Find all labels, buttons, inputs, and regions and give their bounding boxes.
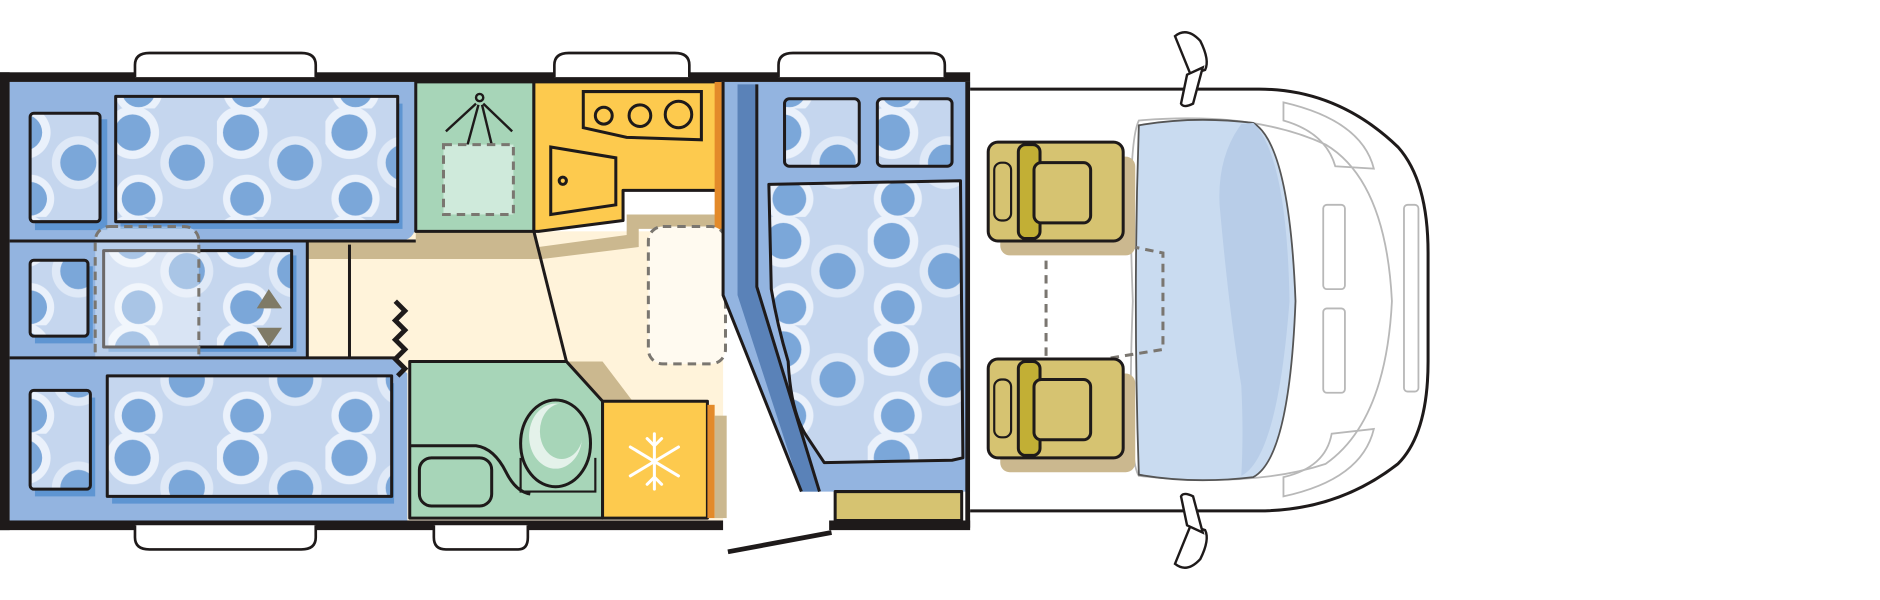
ladder-outline — [93, 225, 201, 378]
toilet-icon — [519, 398, 597, 493]
mirror-icon — [1173, 31, 1208, 569]
floor-hatch — [646, 225, 727, 366]
snowflake-icon — [628, 432, 680, 491]
rear-bunk-upper[interactable] — [9, 81, 416, 241]
passenger-seat[interactable] — [986, 357, 1136, 473]
pillow — [783, 97, 861, 168]
windows — [133, 51, 947, 551]
entry-step — [833, 490, 964, 522]
window — [133, 525, 318, 551]
window — [133, 51, 318, 78]
sink-icon — [549, 145, 618, 217]
driver-seat[interactable] — [986, 140, 1136, 256]
shower-tray — [441, 143, 515, 216]
entry-door[interactable] — [727, 530, 832, 555]
pillow — [28, 258, 90, 338]
floor-shadow — [307, 214, 720, 260]
shower[interactable] — [414, 80, 536, 233]
cab — [970, 31, 1430, 569]
pillow — [28, 111, 102, 224]
hob-icon — [581, 90, 703, 142]
kitchen[interactable] — [532, 80, 722, 293]
step-arrows-icon — [256, 289, 282, 347]
mattress — [114, 94, 400, 224]
floor-shadow — [566, 361, 633, 402]
pillow — [875, 97, 954, 168]
fridge[interactable] — [601, 399, 727, 520]
washroom[interactable] — [408, 359, 605, 520]
shower-icon — [445, 92, 514, 145]
window — [432, 525, 530, 551]
rear-body — [0, 51, 971, 555]
washbasin-icon — [409, 444, 531, 508]
window — [553, 51, 691, 78]
window — [777, 51, 947, 78]
pillow — [28, 388, 92, 491]
rear-bunk-middle[interactable] — [9, 225, 308, 378]
walls — [0, 72, 971, 531]
front-bed[interactable] — [721, 81, 971, 493]
rear-bunk-lower[interactable] — [9, 357, 408, 521]
mattress — [105, 374, 394, 498]
curtain-icon — [391, 299, 409, 378]
